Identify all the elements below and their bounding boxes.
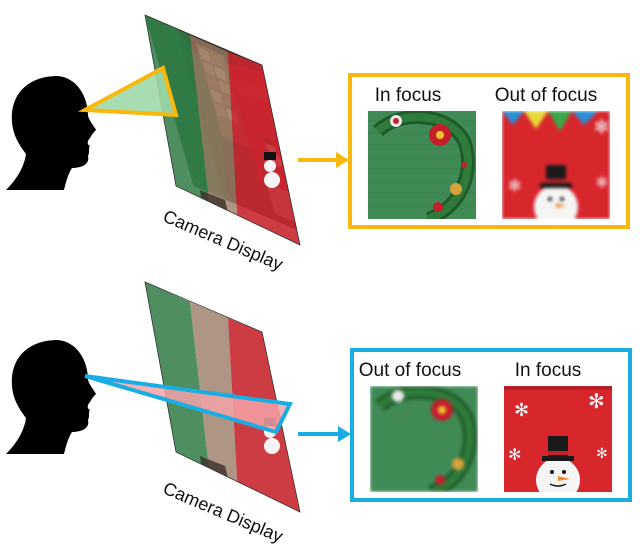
arrow-right-icon	[298, 426, 351, 442]
thumb-label-right: Out of focus	[494, 85, 598, 106]
gaze-cone-top	[77, 65, 179, 118]
svg-text:✻: ✻	[514, 400, 529, 421]
arrow-right-icon	[298, 152, 349, 168]
svg-text:✻: ✻	[588, 389, 605, 413]
thumb-label-left: Out of focus	[358, 360, 462, 381]
wreath-icon	[368, 111, 476, 219]
svg-text:✻: ✻	[508, 445, 521, 464]
snowman-icon: ✻ ✻ ✻	[502, 111, 610, 219]
svg-text:✻: ✻	[594, 117, 609, 138]
head-silhouette-icon	[6, 76, 96, 190]
snowman-icon: ✻ ✻ ✻ ✻	[504, 386, 612, 492]
head-silhouette-icon	[6, 340, 96, 454]
svg-text:✻: ✻	[508, 176, 521, 195]
bottom-row	[6, 281, 351, 513]
thumb-label-right: In focus	[514, 360, 582, 381]
focus-comparison-panel-bottom: Out of focus In focus ✻ ✻ ✻ ✻	[350, 348, 632, 502]
wreath-icon	[370, 386, 478, 492]
camera-display-top	[144, 14, 301, 246]
gaze-cone-bottom	[84, 374, 294, 435]
top-row	[6, 14, 349, 246]
svg-text:✻: ✻	[596, 175, 608, 191]
focus-comparison-panel-top: In focus Out of focus	[348, 73, 630, 229]
svg-text:✻: ✻	[596, 446, 608, 462]
thumb-label-left: In focus	[374, 85, 442, 106]
